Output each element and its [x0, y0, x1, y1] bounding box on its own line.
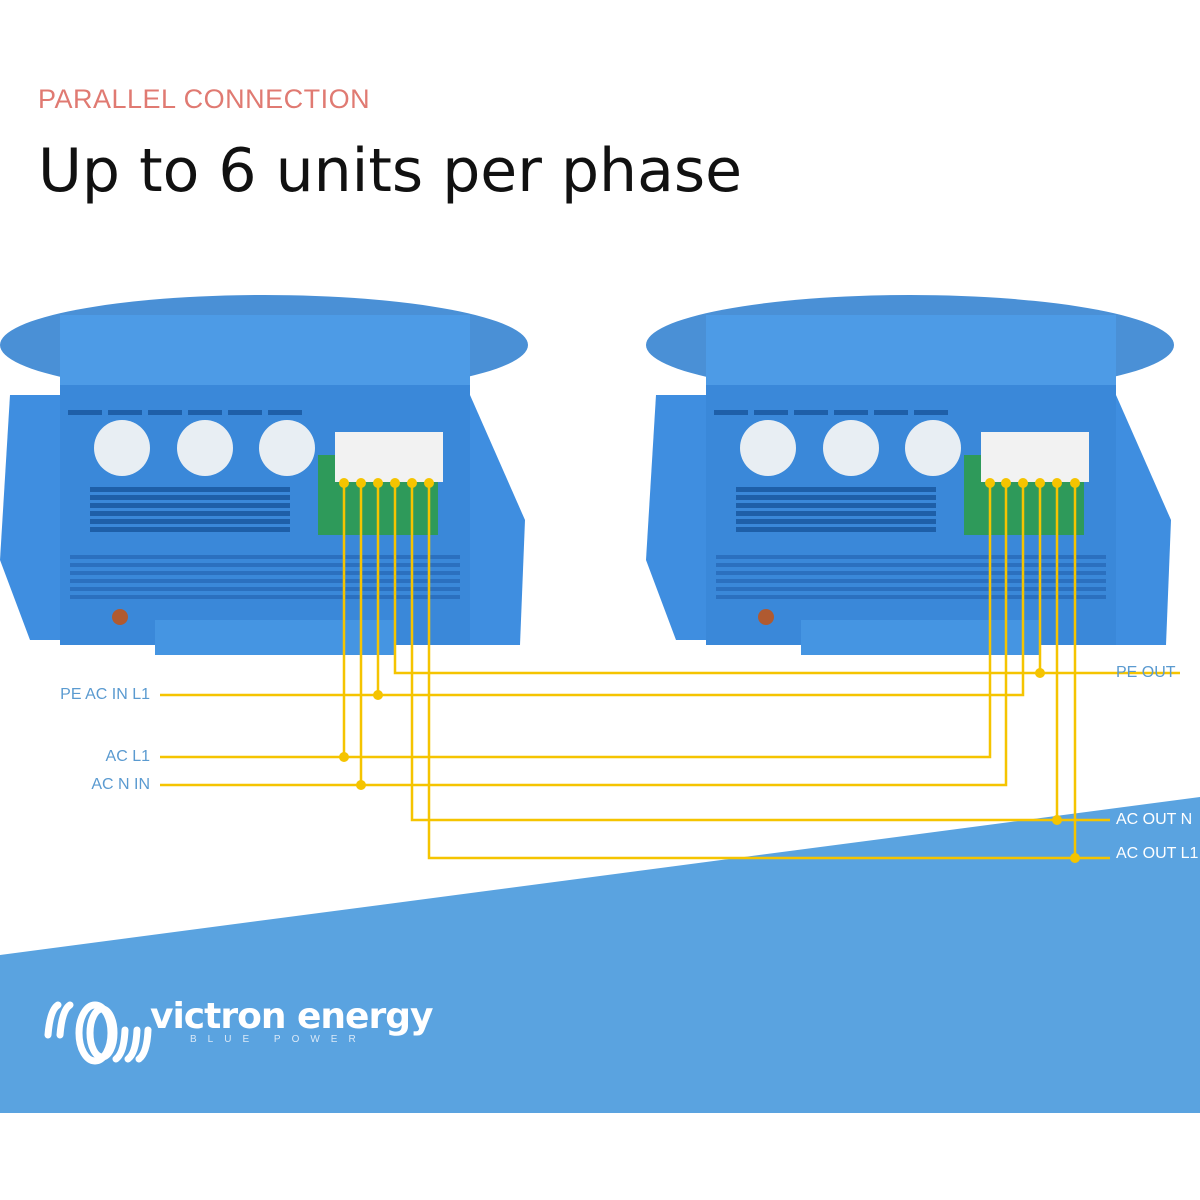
junction-dot	[985, 478, 995, 488]
vent-grille	[90, 511, 290, 516]
label-pe-ac-in-l1: PE AC IN L1	[60, 686, 150, 703]
junction-dot	[1018, 478, 1028, 488]
cable-gland	[259, 420, 315, 476]
unit-side-right	[470, 395, 525, 645]
blue-band	[0, 797, 1200, 1113]
cable-gland	[740, 420, 796, 476]
vent-slot	[188, 410, 222, 415]
lower-grille	[70, 579, 460, 583]
junction-dot	[390, 478, 400, 488]
label-ac-out-l1: AC OUT L1	[1116, 845, 1199, 862]
lower-grille	[716, 555, 1106, 559]
lower-grille	[716, 563, 1106, 567]
vent-grille	[736, 511, 936, 516]
ground-bolt	[758, 609, 774, 625]
junction-dot	[1001, 478, 1011, 488]
terminal-block	[981, 432, 1089, 482]
wire	[427, 485, 1110, 860]
junction-dot	[373, 690, 383, 700]
junction-dot	[424, 478, 434, 488]
vent-slot	[148, 410, 182, 415]
vent-grille	[90, 487, 290, 492]
junction-dot	[1070, 853, 1080, 863]
junction-dot	[1035, 478, 1045, 488]
junction-dot	[1035, 668, 1045, 678]
junction-dot	[356, 780, 366, 790]
wire	[160, 485, 1025, 697]
vent-grille	[736, 519, 936, 524]
junction-dot	[1052, 478, 1062, 488]
junction-dot	[373, 478, 383, 488]
label-pe-out: PE OUT	[1116, 664, 1176, 681]
vent-slot	[874, 410, 908, 415]
lower-grille	[70, 571, 460, 575]
junction-dot	[1070, 478, 1080, 488]
page-title: Up to 6 units per phase	[38, 136, 743, 206]
inverter-unit	[646, 295, 1174, 655]
cable-gland	[94, 420, 150, 476]
lower-grille	[716, 579, 1106, 583]
lower-grille	[716, 571, 1106, 575]
wire	[393, 485, 1180, 675]
brand-tagline: BLUE POWER	[190, 1034, 367, 1045]
inverter-unit	[0, 295, 528, 655]
lower-grille	[70, 595, 460, 599]
vent-grille	[90, 503, 290, 508]
vent-slot	[794, 410, 828, 415]
wire	[160, 485, 1008, 787]
unit-side-right	[1116, 395, 1171, 645]
unit-foot	[801, 620, 1041, 655]
ground-bolt	[112, 609, 128, 625]
brand-name: victron energy	[150, 996, 433, 1037]
junction-dot	[339, 752, 349, 762]
vent-grille	[90, 527, 290, 532]
vent-grille	[736, 487, 936, 492]
vent-slot	[68, 410, 102, 415]
label-ac-n-in: AC N IN	[91, 776, 150, 793]
section-eyebrow: PARALLEL CONNECTION	[38, 84, 371, 114]
terminal-block	[335, 432, 443, 482]
unit-side-left	[0, 395, 60, 640]
vent-grille	[90, 519, 290, 524]
label-ac-out-n: AC OUT N	[1116, 811, 1193, 828]
vent-grille	[90, 495, 290, 500]
wire	[410, 485, 1110, 822]
victron-logo-icon	[44, 1001, 152, 1065]
cable-gland	[823, 420, 879, 476]
vent-grille	[736, 503, 936, 508]
label-ac-l1: AC L1	[105, 748, 150, 765]
vent-grille	[736, 495, 936, 500]
vent-slot	[268, 410, 302, 415]
vent-slot	[228, 410, 262, 415]
lower-grille	[70, 563, 460, 567]
vent-slot	[714, 410, 748, 415]
vent-slot	[834, 410, 868, 415]
junction-dot	[407, 478, 417, 488]
lower-grille	[716, 595, 1106, 599]
wire	[160, 485, 992, 759]
unit-lid	[60, 315, 470, 385]
unit-lid	[706, 315, 1116, 385]
junction-dot	[339, 478, 349, 488]
unit-side-left	[646, 395, 706, 640]
vent-slot	[914, 410, 948, 415]
unit-foot	[155, 620, 395, 655]
junction-dot	[1052, 815, 1062, 825]
vent-slot	[108, 410, 142, 415]
cable-gland	[905, 420, 961, 476]
vent-slot	[754, 410, 788, 415]
lower-grille	[70, 555, 460, 559]
lower-grille	[70, 587, 460, 591]
vent-grille	[736, 527, 936, 532]
lower-grille	[716, 587, 1106, 591]
cable-gland	[177, 420, 233, 476]
junction-dot	[356, 478, 366, 488]
